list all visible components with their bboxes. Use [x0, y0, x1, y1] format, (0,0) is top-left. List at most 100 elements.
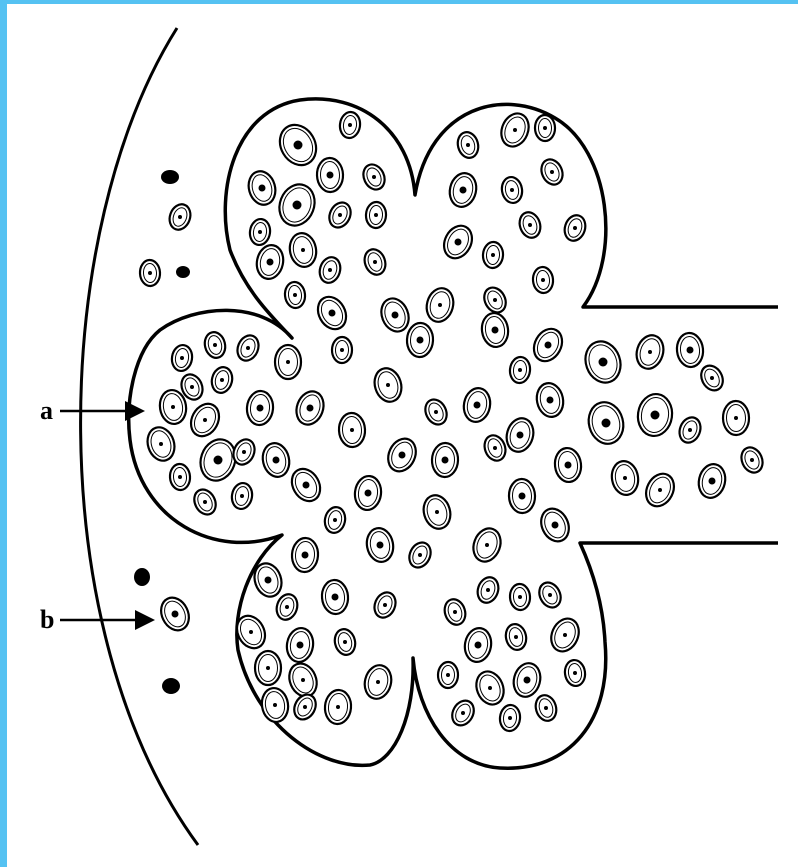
cell	[274, 179, 321, 230]
cell-nucleus	[485, 543, 489, 547]
cell	[431, 443, 458, 478]
cell-nucleus	[265, 577, 272, 584]
cell	[371, 589, 400, 621]
cell	[536, 504, 574, 546]
cell	[316, 158, 343, 193]
cell-nucleus	[510, 188, 514, 192]
cell-nucleus	[386, 383, 390, 387]
cell	[377, 294, 414, 335]
cell-nucleus	[548, 593, 552, 597]
cell-nucleus	[172, 611, 179, 618]
cell-nucleus	[180, 356, 184, 360]
cell-nucleus	[541, 278, 545, 282]
cell-nucleus	[474, 402, 481, 409]
cell	[292, 388, 328, 429]
cell-nucleus	[399, 452, 406, 459]
cell-nucleus	[475, 642, 482, 649]
cell-nucleus	[565, 462, 572, 469]
cell-nucleus	[710, 376, 714, 380]
cell-nucleus	[486, 588, 490, 592]
cell	[338, 111, 361, 139]
cell-nucleus	[552, 522, 559, 529]
cell-nucleus	[709, 478, 716, 485]
dark-cell-blob	[134, 568, 150, 586]
cell-nucleus	[259, 185, 266, 192]
cell-nucleus	[466, 143, 470, 147]
cell	[609, 459, 641, 497]
cell-nucleus	[651, 411, 660, 420]
cell-nucleus	[267, 259, 274, 266]
cell-nucleus	[343, 640, 347, 644]
cell	[553, 447, 583, 484]
cell-nucleus	[302, 552, 309, 559]
cells-group	[134, 109, 766, 732]
cell-nucleus	[460, 187, 467, 194]
cell-nucleus	[333, 518, 337, 522]
cell	[696, 462, 729, 501]
cell	[421, 396, 450, 428]
cell	[474, 574, 501, 605]
cell	[738, 444, 767, 476]
cell	[361, 662, 394, 701]
cell-nucleus	[417, 337, 424, 344]
cell-nucleus	[514, 635, 518, 639]
cell	[405, 539, 434, 571]
cell-nucleus	[519, 493, 526, 500]
cell-nucleus	[246, 346, 250, 350]
dark-cell-blob	[176, 266, 190, 278]
cell	[439, 221, 478, 263]
cell	[186, 399, 225, 441]
cell-nucleus	[544, 706, 548, 710]
cell	[273, 592, 300, 623]
cell	[420, 492, 454, 532]
cell	[534, 381, 567, 420]
cell	[675, 332, 704, 369]
cell	[438, 662, 458, 688]
cell	[481, 432, 509, 463]
cell	[230, 481, 254, 510]
cell-nucleus	[303, 482, 310, 489]
cell	[332, 337, 352, 363]
cell	[480, 311, 510, 348]
cell-nucleus	[148, 271, 152, 275]
cell-nucleus	[258, 230, 262, 234]
cell-nucleus	[488, 686, 492, 690]
cell-nucleus	[350, 428, 354, 432]
cell-nucleus	[374, 213, 378, 217]
cell	[156, 593, 194, 635]
cell-nucleus	[286, 360, 290, 364]
cell	[290, 691, 320, 723]
cell-nucleus	[623, 476, 627, 480]
cell-nucleus	[372, 175, 376, 179]
cell	[291, 537, 319, 573]
cell	[472, 667, 509, 708]
cell	[510, 660, 544, 700]
cell-nucleus	[518, 595, 522, 599]
cell	[286, 464, 326, 506]
arrow-b-head	[135, 610, 155, 630]
cell	[323, 505, 348, 535]
cell-nucleus	[518, 368, 522, 372]
cell-nucleus	[446, 673, 450, 677]
cell	[462, 626, 494, 664]
cell	[273, 118, 323, 171]
cell	[317, 255, 344, 286]
cell	[480, 284, 510, 316]
cell-nucleus	[455, 239, 462, 246]
cell-nucleus	[307, 405, 314, 412]
cell	[580, 336, 626, 387]
cell-nucleus	[273, 703, 277, 707]
cell	[284, 281, 307, 309]
cell	[353, 475, 383, 512]
cell-nucleus	[178, 215, 182, 219]
diagram-canvas: a b	[7, 4, 798, 867]
cell	[361, 246, 389, 277]
cell	[324, 689, 353, 725]
outer-membrane-line	[81, 28, 198, 845]
cell-nucleus	[493, 298, 497, 302]
cell	[338, 412, 366, 447]
cell-nucleus	[517, 432, 524, 439]
cell-nucleus	[203, 418, 207, 422]
cell	[532, 266, 554, 294]
